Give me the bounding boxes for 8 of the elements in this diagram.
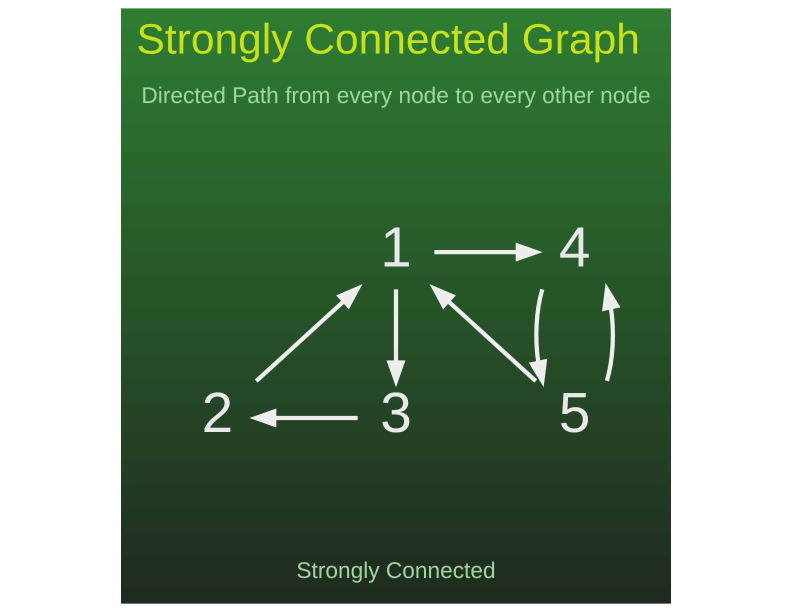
label: Strongly Connected: [296, 556, 496, 583]
node-text: 5: [558, 382, 590, 446]
node-text: 1: [380, 216, 412, 280]
label: Directed Path from every node to every other node: [141, 82, 651, 108]
node-text: 2: [202, 382, 234, 446]
node-text: 4: [558, 216, 590, 280]
diagram-title: Strongly Connected Graph: [136, 16, 640, 64]
node-text: 3: [380, 382, 412, 446]
